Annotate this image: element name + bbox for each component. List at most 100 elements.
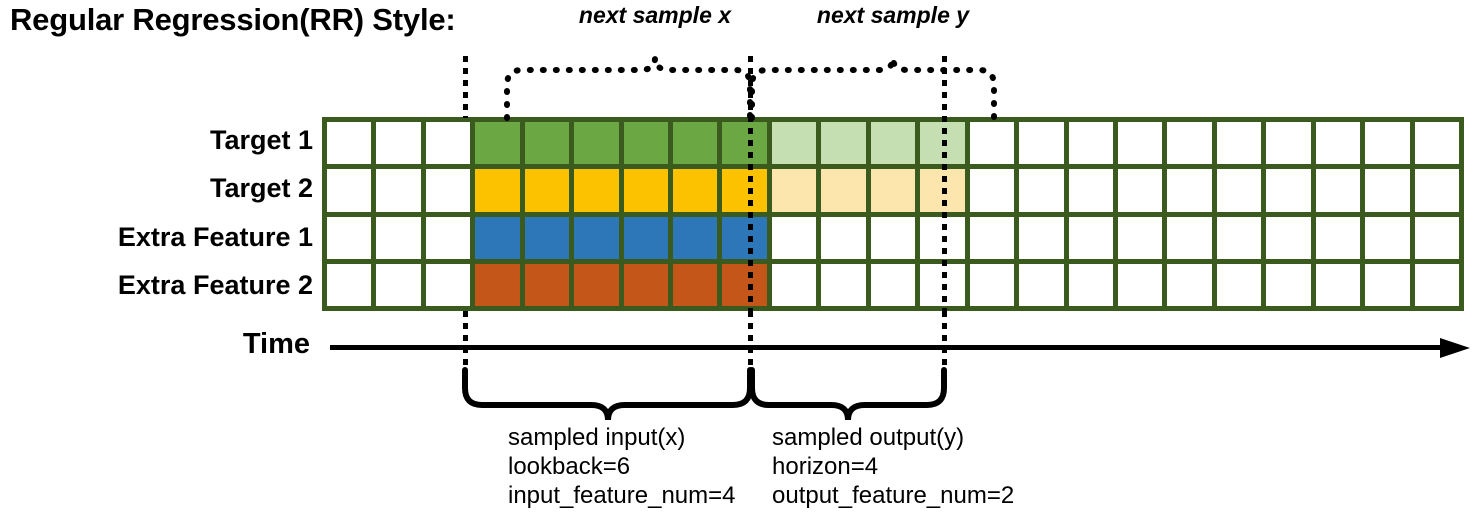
grid-cell-extra-feature-2-c10-output: [771, 263, 817, 306]
grid-cell-target-1-c11-output: [821, 122, 866, 165]
grid-cell-target-2-c23-empty: [1414, 169, 1459, 212]
grid-cell-extra-feature-2-c7-input: [623, 263, 669, 306]
grid-cell-extra-feature-1-c12-output: [870, 216, 916, 259]
grid-cell-target-2-c20-empty: [1266, 169, 1311, 212]
grid-cell-extra-feature-2-c8-input: [673, 263, 718, 306]
row-label-target-1: Target 1: [209, 125, 313, 155]
brace-sampled-input: [462, 367, 753, 421]
brace-label-next-sample-y: next sample y: [816, 2, 970, 28]
grid-cell-target-1-c23-empty: [1414, 122, 1459, 165]
annotation-sampled-output-line-3: output_feature_num=2: [772, 482, 1015, 509]
grid-cell-target-1-c12-output: [870, 122, 916, 165]
grid-cell-target-1-c4-input: [475, 122, 520, 165]
grid-cell-target-2-c15-empty: [1019, 169, 1064, 212]
grid-cell-target-2-c5-input: [524, 169, 570, 212]
grid-cell-target-2-c14-empty: [969, 169, 1015, 212]
grid-cell-target-2-c6-input: [574, 169, 619, 212]
annotation-sampled-output-line-1: sampled output(y): [772, 424, 965, 451]
grid-cell-target-2-c7-input: [623, 169, 669, 212]
grid-cell-target-2-c2-empty: [376, 169, 421, 212]
grid-cell-target-1-c19-empty: [1216, 122, 1262, 165]
grid-cell-target-2-c12-output: [870, 169, 916, 212]
grid-cell-target-1-c22-empty: [1365, 122, 1410, 165]
grid-cell-extra-feature-1-c10-output: [771, 216, 817, 259]
grid-cell-extra-feature-2-c6-input: [574, 263, 619, 306]
grid-cell-target-1-c10-output: [771, 122, 817, 165]
guide-line-input-start-top: [463, 56, 468, 118]
grid-cell-extra-feature-1-c1-empty: [327, 216, 372, 259]
grid-cell-target-2-c17-empty: [1117, 169, 1163, 212]
grid-cell-target-1-c2-empty: [376, 122, 421, 165]
grid-cell-extra-feature-2-c18-empty: [1167, 263, 1212, 306]
brace-label-next-sample-x: next sample x: [578, 2, 732, 28]
grid-cell-target-2-c19-empty: [1216, 169, 1262, 212]
grid-cell-extra-feature-1-c15-empty: [1019, 216, 1064, 259]
grid-cell-target-2-c18-empty: [1167, 169, 1212, 212]
grid-cell-extra-feature-2-c17-empty: [1117, 263, 1163, 306]
grid-cell-extra-feature-1-c22-empty: [1365, 216, 1410, 259]
guide-line-split-bottom: [748, 311, 753, 373]
grid-cell-extra-feature-1-c6-input: [574, 216, 619, 259]
grid-cell-target-1-c3-empty: [425, 122, 471, 165]
timeseries-grid: [322, 117, 1464, 311]
page-title: Regular Regression(RR) Style:: [10, 2, 456, 37]
grid-cell-target-2-c3-empty: [425, 169, 471, 212]
brace-next-sample-x: [504, 57, 753, 121]
grid-cell-extra-feature-2-c14-empty: [969, 263, 1015, 306]
guide-line-output-end: [942, 56, 947, 311]
guide-line-split: [748, 56, 753, 311]
grid-cell-target-1-c18-empty: [1167, 122, 1212, 165]
grid-cell-extra-feature-1-c5-input: [524, 216, 570, 259]
grid-cell-target-2-c11-output: [821, 169, 866, 212]
grid-cell-extra-feature-2-c16-empty: [1068, 263, 1113, 306]
grid-cell-target-1-c5-input: [524, 122, 570, 165]
annotation-sampled-input-line-3: input_feature_num=4: [508, 482, 736, 509]
grid-cell-target-1-c17-empty: [1117, 122, 1163, 165]
grid-cell-target-2-c1-empty: [327, 169, 372, 212]
time-arrowhead-icon: [1440, 338, 1470, 358]
grid-cell-extra-feature-1-c14-empty: [969, 216, 1015, 259]
grid-cell-target-1-c9-input: [722, 122, 767, 165]
row-label-extra-feature-2: Extra Feature 2: [117, 270, 313, 300]
grid-cell-extra-feature-2-c9-input: [722, 263, 767, 306]
annotation-sampled-output: sampled output(y) horizon=4 output_featu…: [772, 423, 1014, 510]
grid-cell-extra-feature-2-c21-empty: [1315, 263, 1361, 306]
grid-cell-target-1-c7-input: [623, 122, 669, 165]
grid-cell-extra-feature-1-c21-empty: [1315, 216, 1361, 259]
grid-cell-target-2-c21-empty: [1315, 169, 1361, 212]
grid-cell-target-2-c10-output: [771, 169, 817, 212]
guide-line-output-end-bottom: [942, 311, 947, 373]
brace-next-sample-y: [749, 57, 997, 121]
row-label-target-2: Target 2: [209, 173, 313, 203]
annotation-sampled-output-line-2: horizon=4: [772, 453, 879, 480]
grid-cell-extra-feature-2-c15-empty: [1019, 263, 1064, 306]
row-label-extra-feature-1: Extra Feature 1: [117, 222, 313, 252]
brace-sampled-output: [749, 367, 947, 421]
grid-cell-target-1-c20-empty: [1266, 122, 1311, 165]
grid-cell-extra-feature-2-c1-empty: [327, 263, 372, 306]
grid-cell-target-1-c1-empty: [327, 122, 372, 165]
grid-cell-target-1-c21-empty: [1315, 122, 1361, 165]
grid-cell-extra-feature-2-c20-empty: [1266, 263, 1311, 306]
grid-cell-extra-feature-2-c12-output: [870, 263, 916, 306]
grid-cell-extra-feature-1-c18-empty: [1167, 216, 1212, 259]
grid-cell-extra-feature-1-c23-empty: [1414, 216, 1459, 259]
grid-cell-extra-feature-2-c5-input: [524, 263, 570, 306]
grid-cell-extra-feature-1-c17-empty: [1117, 216, 1163, 259]
time-axis-label: Time: [242, 328, 310, 360]
grid-cell-extra-feature-1-c11-output: [821, 216, 866, 259]
grid-cell-extra-feature-1-c4-input: [475, 216, 520, 259]
time-axis-arrow: [330, 345, 1458, 350]
grid-cell-target-2-c4-input: [475, 169, 520, 212]
grid-cell-extra-feature-1-c16-empty: [1068, 216, 1113, 259]
guide-line-input-start-bottom: [463, 311, 468, 373]
grid-cell-target-1-c8-input: [673, 122, 718, 165]
grid-cell-extra-feature-2-c2-empty: [376, 263, 421, 306]
grid-cell-target-1-c6-input: [574, 122, 619, 165]
grid-cell-extra-feature-1-c3-empty: [425, 216, 471, 259]
grid-cell-target-2-c16-empty: [1068, 169, 1113, 212]
grid-cell-extra-feature-1-c7-input: [623, 216, 669, 259]
grid-cell-extra-feature-1-c2-empty: [376, 216, 421, 259]
grid-cell-target-1-c14-empty: [969, 122, 1015, 165]
